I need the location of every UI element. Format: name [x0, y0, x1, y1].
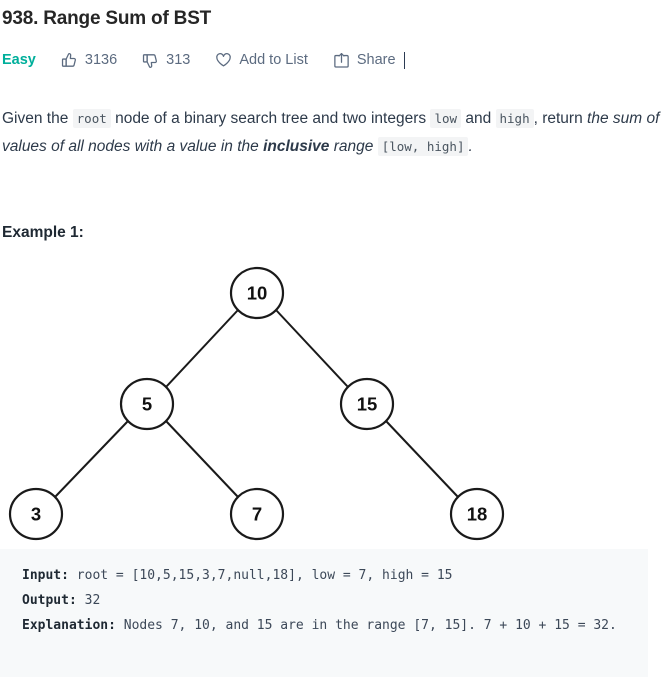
- explanation-label: Explanation:: [22, 618, 116, 633]
- output-label: Output:: [22, 593, 77, 608]
- tree-node-circle: [449, 487, 505, 541]
- tree-node: 10: [229, 266, 285, 320]
- tree-node: 5: [119, 377, 175, 431]
- action-bar: Easy 3136 313 Add to List: [2, 47, 406, 73]
- tree-node: 18: [449, 487, 505, 541]
- tree-edge: [275, 309, 349, 388]
- description-line-1: Given the root node of a binary search t…: [2, 109, 588, 128]
- tree-node-circle: [229, 487, 285, 541]
- tree-node-label: 18: [467, 504, 488, 525]
- tree-edge: [165, 309, 239, 388]
- example-heading: Example 1:: [2, 224, 84, 241]
- tree-node-circle: [8, 487, 64, 541]
- difficulty-badge: Easy: [2, 52, 36, 68]
- tree-svg: 10 5 15 3 7 18: [8, 266, 505, 541]
- explanation-value: Nodes 7, 10, and 15 are in the range [7,…: [115, 618, 617, 633]
- tree-node-circle: [339, 377, 395, 431]
- thumbs-down-icon: [142, 52, 159, 69]
- description-line-2: the sum of values of all nodes with a va…: [2, 110, 660, 156]
- tree-edge: [54, 420, 129, 498]
- add-to-list-label: Add to List: [239, 52, 308, 68]
- description-text: node of a binary search tree and two int…: [110, 110, 431, 127]
- share-button[interactable]: Share: [333, 51, 406, 69]
- tree-node-label: 15: [357, 394, 378, 415]
- inline-code-high: high: [495, 109, 534, 128]
- tree-node-circle: [119, 377, 175, 431]
- example-code-block: Input: root = [10,5,15,3,7,null,18], low…: [0, 549, 648, 677]
- description-text: the sum of values of all nodes with a va…: [2, 110, 660, 155]
- dislike-button[interactable]: 313: [142, 52, 190, 69]
- inline-code-low: low: [430, 109, 462, 128]
- description-text: and: [461, 110, 496, 127]
- tree-node-label: 3: [31, 504, 41, 525]
- like-count: 3136: [84, 52, 118, 68]
- inline-code-range: [low, high]: [377, 137, 469, 156]
- input-value: root = [10,5,15,3,7,null,18], low = 7, h…: [68, 568, 453, 583]
- description-text: range: [329, 138, 378, 155]
- input-label: Input:: [22, 568, 69, 583]
- tree-node: 7: [229, 487, 285, 541]
- output-value: 32: [76, 593, 101, 608]
- tree-node-label: 5: [142, 394, 152, 415]
- tree-node: 3: [8, 487, 64, 541]
- problem-description: Given the root node of a binary search t…: [2, 105, 668, 161]
- add-to-list-button[interactable]: Add to List: [215, 52, 308, 69]
- binary-tree-diagram: 10 5 15 3 7 18: [0, 255, 671, 545]
- tree-node-label: 10: [247, 283, 268, 304]
- description-text: .: [468, 138, 473, 155]
- dislike-count: 313: [166, 52, 191, 68]
- tree-node: 15: [339, 377, 395, 431]
- thumbs-up-icon: [61, 52, 78, 69]
- heart-icon: [215, 52, 232, 69]
- description-text: Given the: [2, 110, 73, 127]
- inline-code-root: root: [72, 109, 111, 128]
- page-title: 938. Range Sum of BST: [2, 8, 212, 29]
- share-label: Share: [356, 52, 396, 68]
- tree-edge: [165, 420, 239, 498]
- share-icon: [333, 52, 350, 69]
- tree-node-label: 7: [252, 504, 262, 525]
- like-button[interactable]: 3136: [61, 52, 117, 69]
- text-caret: [403, 51, 406, 69]
- description-emphasis: inclusive: [263, 138, 330, 155]
- description-text: , return: [533, 110, 588, 127]
- tree-node-circle: [229, 266, 285, 320]
- tree-edge: [385, 420, 459, 498]
